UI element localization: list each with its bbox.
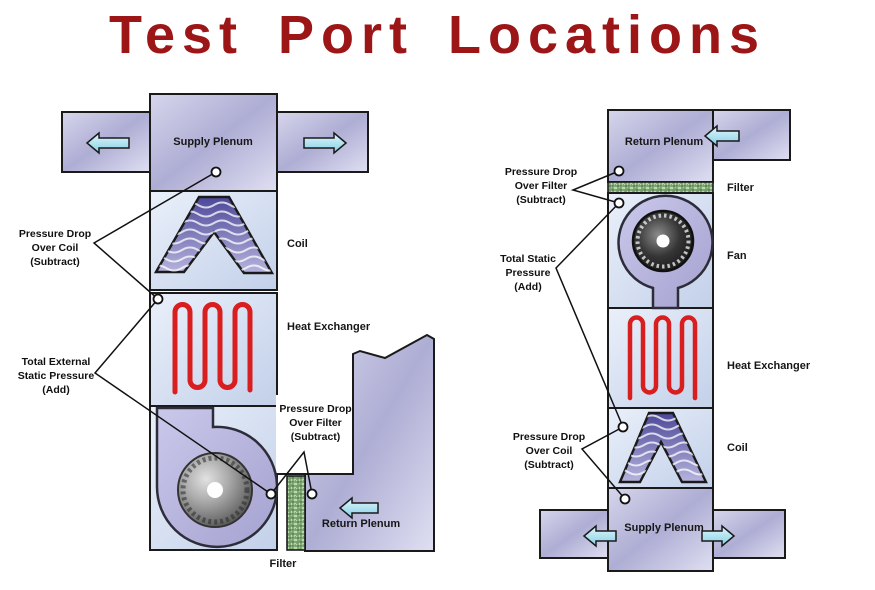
test-port-right-fan-inlet [613, 197, 625, 209]
left-annotation-callout-box [276, 395, 353, 474]
right-fan-hub [656, 234, 670, 248]
left-annotation-pressure-drop-over-coil: Pressure Drop Over Coil (Subtract) [18, 228, 92, 268]
left-fan-wheel-serration [180, 455, 250, 525]
leader-line-left-total-external [93, 298, 272, 495]
right-annotation-pressure-drop-over-filter: Pressure Drop Over Filter (Subtract) [504, 166, 578, 206]
right-return-plenum-box [607, 109, 714, 183]
right-coil-label: Coil [727, 442, 748, 454]
left-airflow-arrow-return [338, 496, 379, 520]
right-airflow-arrow-return [703, 124, 740, 148]
left-heat-exchanger-coil [172, 302, 253, 395]
left-coil-chevron [153, 195, 275, 275]
leader-line-right-total-static [555, 202, 624, 428]
test-port-left-fan-inlet [265, 488, 277, 500]
right-filter-label: Filter [727, 182, 754, 194]
leader-line-right-coil [580, 426, 626, 500]
test-port-left-return-plenum [306, 488, 318, 500]
right-fan-wheel-serration [635, 213, 691, 269]
left-annotation-total-external-static-pressure: Total External Static Pressure (Add) [17, 356, 95, 396]
right-annotation-total-static-pressure: Total Static Pressure (Add) [500, 253, 556, 293]
left-annotation-pressure-drop-over-filter: Pressure Drop Over Filter (Subtract) [279, 403, 352, 443]
right-supply-plenum-label: Supply Plenum [624, 522, 704, 534]
left-supply-plenum-label: Supply Plenum [173, 136, 253, 148]
right-heat-exchanger-label: Heat Exchanger [727, 360, 811, 372]
test-port-left-coil-inlet [152, 293, 164, 305]
test-port-left-supply-plenum [210, 166, 222, 178]
right-annotation-pressure-drop-over-coil: Pressure Drop Over Coil (Subtract) [512, 431, 586, 471]
leader-line-left-coil [92, 171, 217, 300]
right-airflow-arrow-supply-west [582, 524, 617, 548]
test-port-right-coil-inlet [617, 421, 629, 433]
left-fan-hub [207, 482, 223, 498]
leader-line-right-filter [570, 170, 620, 204]
left-coil-label: Coil [287, 238, 308, 250]
left-airflow-arrow-east [303, 131, 348, 155]
leader-line-left-filter [270, 450, 313, 495]
page-title: Test Port Locations [108, 5, 767, 65]
left-airflow-arrow-west [85, 131, 130, 155]
right-heat-exchanger-coil [627, 315, 698, 401]
test-port-right-return-plenum [613, 165, 625, 177]
left-filter-label: Filter [269, 558, 297, 570]
right-airflow-arrow-supply-east [701, 524, 736, 548]
left-return-plenum-label: Return Plenum [321, 518, 401, 530]
right-return-plenum-label: Return Plenum [624, 136, 704, 148]
left-heat-exchanger-section [149, 292, 278, 407]
right-filter-strip [607, 181, 714, 194]
right-fan-label: Fan [727, 250, 747, 262]
left-filter-strip [286, 475, 306, 551]
left-heat-exchanger-label: Heat Exchanger [287, 321, 371, 333]
test-port-right-supply-plenum [619, 493, 631, 505]
left-annotation-callout-border [276, 395, 354, 475]
